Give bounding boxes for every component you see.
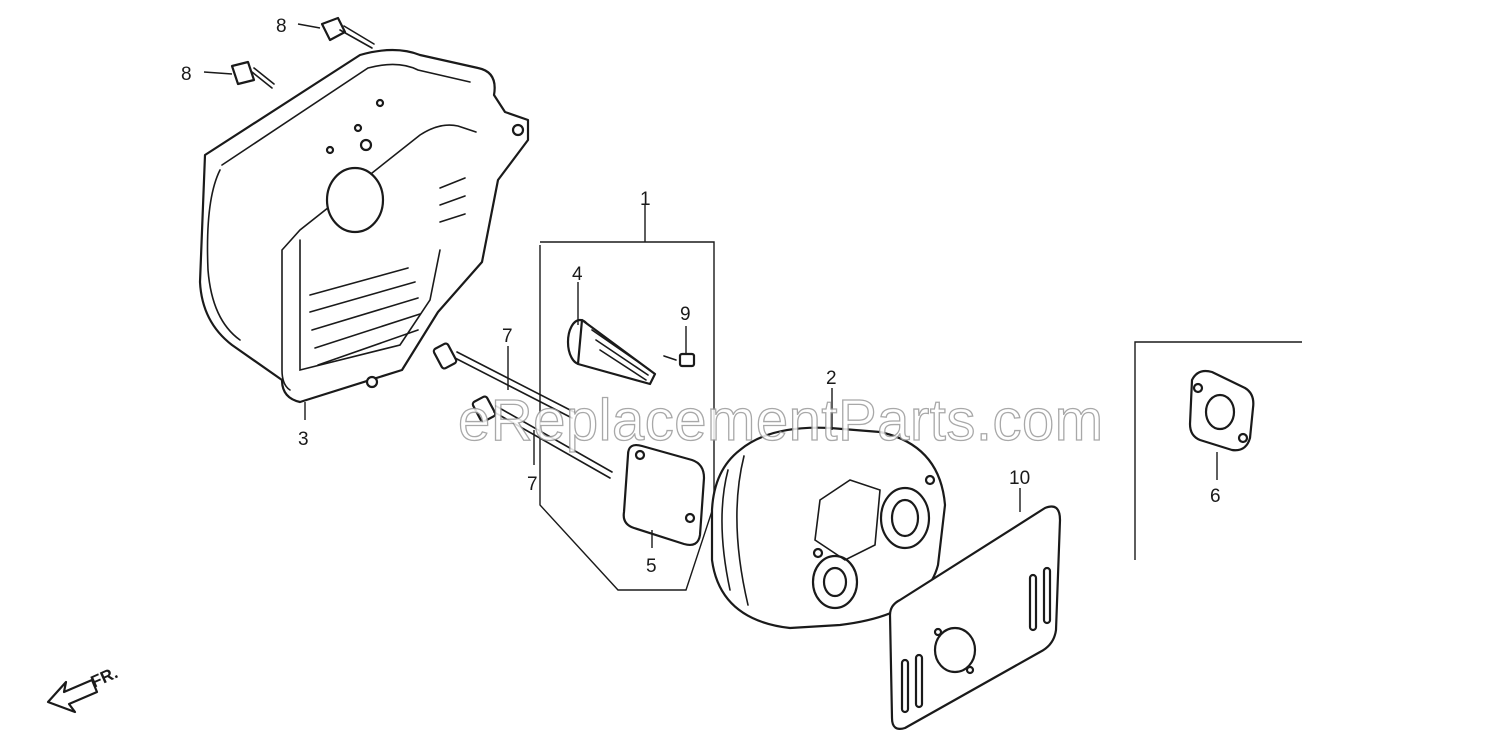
part-1-kit-bracket: [539, 241, 715, 591]
callout-4: 4: [572, 264, 583, 285]
part-3-muffler-protector: [198, 48, 530, 404]
callout-9: 9: [680, 304, 691, 325]
part-9-screw: [663, 352, 696, 368]
callout-6: 6: [1210, 486, 1221, 507]
part-5-gasket: [622, 443, 706, 547]
callout-3: 3: [298, 429, 309, 450]
part-6-bracket: [1134, 341, 1302, 560]
watermark-text: eReplacementParts.com: [458, 388, 1104, 453]
callout-7-lower: 7: [527, 474, 538, 495]
part-8-bolt-lower: [230, 60, 275, 89]
callout-5: 5: [646, 556, 657, 577]
callout-7-upper: 7: [502, 326, 513, 347]
callout-1: 1: [640, 189, 651, 210]
part-7-bolt-upper: [432, 342, 575, 419]
part-10-plate: [888, 505, 1062, 730]
part-2-muffler: [710, 426, 947, 630]
leader-lines: [203, 23, 1218, 548]
callout-2: 2: [826, 368, 837, 389]
front-label: FR.: [88, 663, 121, 691]
front-direction-indicator: FR.: [46, 663, 121, 714]
part-8-bolt-upper: [320, 16, 375, 49]
part-4-spark-arrester: [566, 318, 657, 386]
callout-8-lower: 8: [181, 64, 192, 85]
part-6-exhaust-gasket: [1188, 369, 1255, 452]
callout-8-upper: 8: [276, 16, 287, 37]
callout-10: 10: [1009, 468, 1030, 489]
part-7-bolt-lower: [471, 395, 613, 479]
front-arrow-icon: [46, 678, 99, 714]
